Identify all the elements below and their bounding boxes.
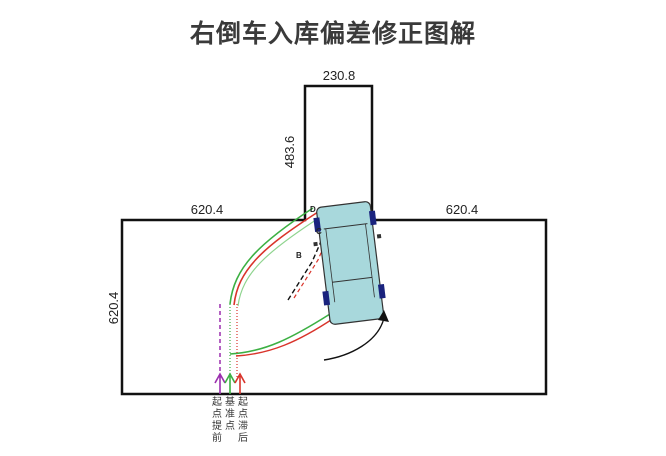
upper-track-green: [229, 207, 314, 305]
label-base-char-3: 点: [225, 420, 235, 432]
arrow-late-icon: [234, 372, 246, 394]
car-side-right: [365, 223, 375, 298]
lower-track-green: [229, 313, 331, 355]
point-d-label: D: [310, 205, 316, 214]
turn-arrow-icon: [323, 317, 385, 361]
label-late-char-2: 点: [238, 408, 248, 420]
garage-depth-label: 483.6: [282, 136, 297, 169]
arrow-base-icon: [224, 372, 236, 394]
mirror-right: [376, 234, 382, 239]
car: [313, 201, 386, 325]
label-early-char-3: 提: [212, 420, 222, 432]
point-c-label: C: [316, 227, 322, 236]
car-windshield: [323, 223, 368, 230]
label-early: 起 点 提 前: [212, 396, 222, 444]
label-early-char-2: 点: [212, 408, 222, 420]
mirror-left: [313, 241, 318, 247]
tire-rear-left: [322, 290, 331, 306]
garage-width-label: 230.8: [323, 68, 356, 83]
arrow-early-icon: [214, 372, 226, 394]
point-b-label: B: [296, 251, 302, 260]
turn-arrow-head: [378, 310, 389, 322]
label-early-char-1: 起: [212, 396, 222, 408]
left-road-label: 620.4: [191, 202, 224, 217]
tire-front-left: [313, 217, 322, 233]
label-late-char-3: 滞: [238, 420, 248, 432]
label-late-char-1: 起: [238, 396, 248, 408]
label-base: 基 准 点: [225, 395, 235, 432]
road-width-label: 620.4: [106, 292, 121, 325]
right-road-label: 620.4: [446, 202, 479, 217]
car-side-left: [325, 228, 336, 303]
label-late-char-4: 后: [238, 432, 248, 444]
tire-front-right: [368, 210, 377, 226]
label-base-char-1: 基: [225, 395, 235, 408]
upper-track-green-light: [237, 215, 323, 307]
label-late: 起 点 滞 后: [238, 396, 248, 444]
label-early-char-4: 前: [212, 431, 222, 444]
lower-track-red: [235, 317, 335, 357]
tire-rear-right: [377, 284, 386, 299]
diagram-title: 右倒车入库偏差修正图解: [189, 19, 476, 48]
upper-track-red: [233, 211, 319, 306]
label-base-char-2: 准: [225, 408, 235, 420]
car-roof-line: [332, 276, 373, 283]
